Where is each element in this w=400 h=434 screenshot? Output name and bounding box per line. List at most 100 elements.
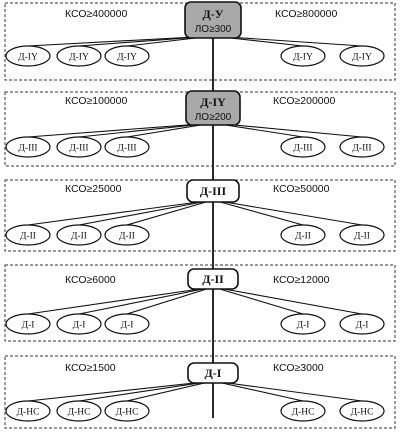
connector-edge	[212, 380, 363, 402]
leaf-node: Д-I	[104, 313, 150, 335]
leaf-node: Д-III	[280, 136, 326, 158]
leaf-node: Д-II	[339, 224, 385, 246]
leaf-label: Д-III	[352, 144, 371, 154]
leaf-label: Д-I	[356, 321, 369, 331]
leaf-node: Д-IY	[280, 45, 326, 67]
center-node-label: Д-IY	[200, 95, 226, 109]
leaf-label: Д-I	[73, 321, 86, 331]
leaf-label: Д-IY	[293, 53, 313, 63]
center-node-box	[184, 1, 242, 39]
leaf-ellipse	[5, 313, 51, 335]
leaf-node: Д-IY	[104, 45, 150, 67]
leaf-label: Д-II	[20, 232, 36, 242]
connector-edge	[212, 380, 304, 402]
center-node-box	[187, 268, 239, 290]
connector-edge	[126, 380, 214, 402]
leaf-label: Д-IY	[352, 53, 372, 63]
leaf-ellipse	[56, 313, 102, 335]
leaf-node: Д-III	[339, 136, 385, 158]
leaf-node: Д-II	[56, 224, 102, 246]
center-node-sublabel: ЛО≥200	[195, 112, 232, 123]
leaf-node: Д-НС	[5, 400, 51, 422]
leaf-node: Д-НС	[56, 400, 102, 422]
leaf-label: Д-II	[295, 232, 311, 242]
connector-edge	[212, 199, 304, 226]
leaf-node: Д-IY	[56, 45, 102, 67]
leaf-node: Д-II	[104, 224, 150, 246]
leaf-label: Д-НС	[351, 408, 374, 418]
leaf-label: Д-НС	[68, 408, 91, 418]
left-condition-label: КСО≥1500	[65, 362, 116, 374]
leaf-ellipse	[339, 224, 385, 246]
leaf-label: Д-II	[119, 232, 135, 242]
leaf-node: Д-III	[56, 136, 102, 158]
leaf-label: Д-III	[117, 144, 136, 154]
connector-edge	[212, 122, 363, 138]
leaf-ellipse	[104, 400, 150, 422]
leaf-node: Д-III	[5, 136, 51, 158]
leaf-node: Д-I	[339, 313, 385, 335]
leaf-ellipse	[280, 136, 326, 158]
leaf-ellipse	[56, 45, 102, 67]
leaf-node: Д-III	[104, 136, 150, 158]
connector-edge	[212, 199, 363, 226]
center-node-box	[187, 362, 239, 384]
leaf-label: Д-I	[297, 321, 310, 331]
leaf-ellipse	[56, 224, 102, 246]
connector-edge	[27, 35, 214, 47]
leaf-ellipse	[339, 136, 385, 158]
leaf-ellipse	[339, 313, 385, 335]
connector-edge	[27, 199, 214, 226]
leaf-label: Д-II	[71, 232, 87, 242]
center-node-label: Д-I	[205, 366, 222, 380]
leaf-ellipse	[56, 400, 102, 422]
connector-edge	[78, 380, 214, 402]
connector-edge	[78, 286, 214, 315]
connector-edge	[27, 122, 214, 138]
leaf-node: Д-IY	[339, 45, 385, 67]
leaf-node: Д-НС	[339, 400, 385, 422]
leaf-ellipse	[339, 45, 385, 67]
connector-edge	[78, 199, 214, 226]
leaf-label: Д-IY	[69, 53, 89, 63]
center-node-label: Д-III	[200, 184, 227, 198]
connector-edge	[27, 380, 214, 402]
leaf-node: Д-I	[280, 313, 326, 335]
left-condition-label: КСО≥6000	[65, 274, 116, 286]
left-condition-label: КСО≥25000	[65, 183, 122, 195]
leaf-label: Д-IY	[18, 53, 38, 63]
leaf-ellipse	[104, 313, 150, 335]
center-node-box	[185, 90, 241, 126]
connector-edge	[212, 286, 304, 315]
leaf-ellipse	[56, 136, 102, 158]
leaf-ellipse	[104, 224, 150, 246]
leaf-node: Д-IY	[5, 45, 51, 67]
connector-edge	[212, 286, 363, 315]
left-condition-label: КСО≥400000	[65, 8, 127, 20]
leaf-ellipse	[104, 45, 150, 67]
center-node-box	[186, 179, 240, 203]
connector-edge	[126, 199, 214, 226]
leaf-node: Д-I	[5, 313, 51, 335]
leaf-ellipse	[280, 45, 326, 67]
center-node-label: Д-У	[202, 7, 223, 21]
leaf-label: Д-III	[18, 144, 37, 154]
leaf-ellipse	[5, 136, 51, 158]
leaf-node: Д-НС	[104, 400, 150, 422]
connector-edge	[27, 286, 214, 315]
leaf-label: Д-I	[121, 321, 134, 331]
leaf-node: Д-НС	[280, 400, 326, 422]
leaf-label: Д-III	[69, 144, 88, 154]
leaf-node: Д-I	[56, 313, 102, 335]
leaf-node: Д-II	[5, 224, 51, 246]
leaf-ellipse	[5, 400, 51, 422]
leaf-ellipse	[280, 313, 326, 335]
leaf-ellipse	[104, 136, 150, 158]
leaf-ellipse	[339, 400, 385, 422]
center-node-label: Д-II	[202, 272, 224, 286]
